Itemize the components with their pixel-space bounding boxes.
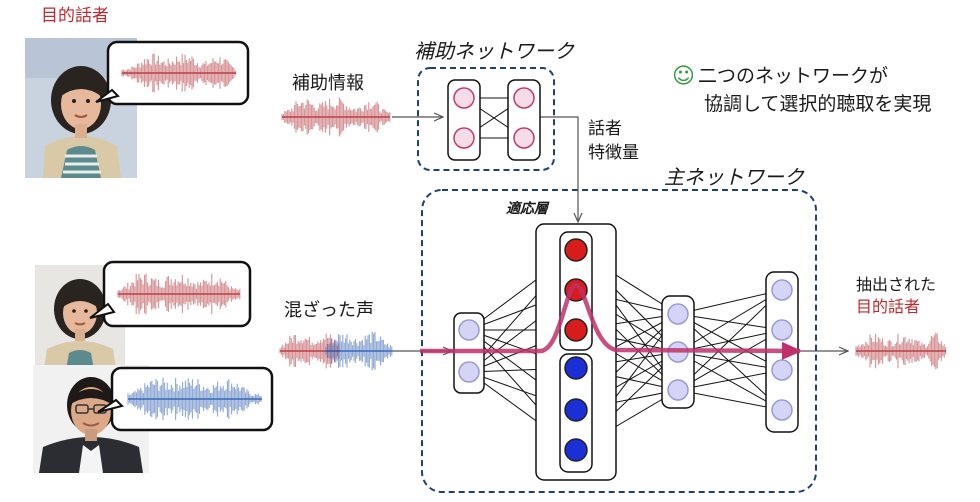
speaker-b-waveform — [127, 377, 262, 421]
aux-network-title: 補助ネットワーク — [414, 39, 574, 63]
output-node — [771, 279, 793, 301]
main-network-box — [421, 189, 817, 493]
main-connection-line — [677, 313, 783, 371]
adaptation-layer-label: 適応層 — [506, 201, 548, 217]
speaker-feature-label-line1: 話者 — [588, 119, 622, 139]
aux-info-label: 補助情報 — [292, 73, 364, 94]
smiley-icon: ☺ — [672, 64, 695, 89]
note-line-1: 二つのネットワークが — [698, 65, 889, 87]
extracted-waveform — [855, 332, 947, 370]
aux-network-box — [417, 67, 555, 171]
output-node — [771, 319, 793, 341]
output-node — [771, 359, 793, 381]
hidden-node — [667, 379, 689, 401]
extracted-label-line2: 目的話者 — [856, 297, 921, 316]
aux-node — [453, 87, 475, 109]
speaker-feature-label-line2: 特徴量 — [588, 143, 639, 163]
output-node — [771, 399, 793, 421]
aux-info-waveform — [281, 97, 391, 137]
input-node — [458, 319, 480, 341]
target-speaker-label: 目的話者 — [41, 6, 109, 26]
speaker-a-photo — [35, 265, 125, 375]
aux-node — [453, 127, 475, 149]
main-connection-line — [677, 389, 783, 411]
aux-node — [513, 127, 535, 149]
main-connection-line — [677, 351, 783, 411]
main-connection-line — [677, 289, 783, 315]
adaptation-blue-node — [564, 398, 588, 422]
main-connection-line — [677, 351, 783, 371]
aux-node — [513, 87, 535, 109]
main-connection-line — [677, 369, 783, 391]
main-connection-line — [677, 289, 783, 353]
adaptation-blue-node — [564, 438, 588, 462]
mixed-voice-waveform — [279, 331, 393, 371]
note-line-2: 協調して選択的聴取を実現 — [704, 93, 932, 115]
adaptation-red-node — [564, 318, 588, 342]
main-connection-line — [677, 289, 783, 391]
speaker-a-waveform — [117, 273, 241, 315]
main-connection-line — [677, 313, 783, 411]
hidden-node — [667, 303, 689, 325]
input-node — [458, 361, 480, 383]
extracted-label-line1: 抽出された — [856, 275, 937, 294]
target-extraction-path — [420, 282, 802, 360]
main-connection-line — [677, 313, 783, 331]
adaptation-blue-node — [564, 356, 588, 380]
adaptation-red-node — [564, 238, 588, 262]
main-connection-line — [677, 329, 783, 391]
main-network-title: 主ネットワーク — [664, 165, 804, 189]
mixed-voice-label: 混ざった声 — [284, 300, 374, 321]
target-waveform — [121, 53, 236, 93]
speaker-feature-arrow — [540, 116, 578, 222]
